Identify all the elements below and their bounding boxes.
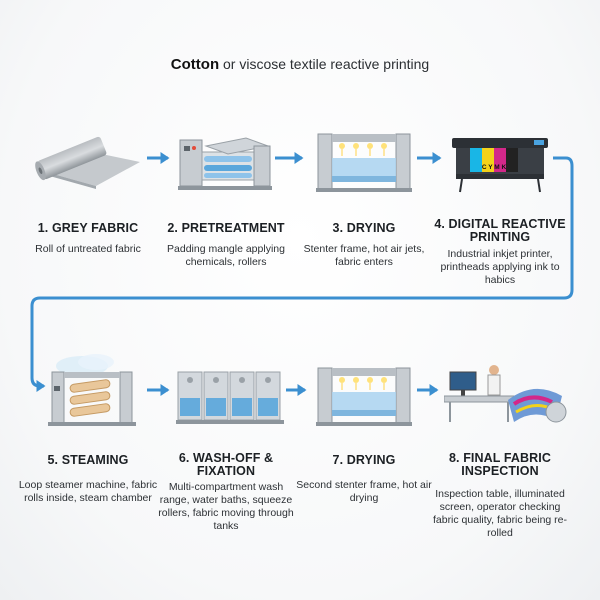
step-8-heading: 8. FINAL FABRIC INSPECTION [449, 451, 551, 478]
step-6: 6. WASH-OFF & FIXATION Multi-compartment… [156, 452, 296, 533]
step-5-description: Loop steamer machine, fabric rolls insid… [18, 479, 158, 504]
step-2-heading: 2. PRETREATMENT [167, 221, 285, 235]
step-7-heading: 7. DRYING [332, 453, 396, 467]
grey-fabric-roll-icon [35, 136, 140, 189]
step-7-description: Second stenter frame, hot air drying [296, 479, 432, 504]
step-1: 1. GREY FABRIC Roll of untreated fabric [18, 222, 158, 256]
step-3-heading: 3. DRYING [332, 221, 396, 235]
step-6-heading: 6. WASH-OFF & FIXATION [178, 451, 274, 478]
step-3-description: Stenter frame, hot air jets, fabric ente… [303, 243, 425, 268]
diagram-title: Cotton or viscose textile reactive print… [0, 56, 600, 73]
step-2-description: Padding mangle applying chemicals, rolle… [167, 243, 285, 268]
stenter-dryer-icon [316, 133, 412, 192]
step-3: 3. DRYING Stenter frame, hot air jets, f… [294, 222, 434, 269]
step-5-heading: 5. STEAMING [47, 453, 129, 467]
step-4: 4. DIGITAL REACTIVE PRINTING Industrial … [430, 218, 570, 287]
step-1-description: Roll of untreated fabric [35, 243, 141, 255]
step-7: 7. DRYING Second stenter frame, hot air … [294, 454, 434, 505]
title-bold: Cotton [170, 56, 220, 73]
arrow-wrap [30, 156, 574, 392]
step-5: 5. STEAMING Loop steamer machine, fabric… [18, 454, 158, 505]
step-8-description: Inspection table, illuminated screen, op… [432, 488, 568, 539]
padding-mangle-icon [178, 137, 272, 190]
wash-range-icon [176, 371, 284, 424]
step-6-description: Multi-compartment wash range, water bath… [158, 481, 294, 532]
step-4-description: Industrial inkjet printer, printheads ap… [440, 248, 560, 286]
inkjet-printer-icon: C Y M K [452, 138, 548, 193]
cmyk-label: C Y M K [482, 164, 507, 171]
second-stenter-icon [316, 367, 412, 426]
step-8: 8. FINAL FABRIC INSPECTION Inspection ta… [430, 452, 570, 540]
step-4-heading: 4. DIGITAL REACTIVE PRINTING [434, 217, 566, 244]
title-rest: or viscose textile reactive printing [219, 56, 430, 72]
step-2: 2. PRETREATMENT Padding mangle applying … [156, 222, 296, 269]
step-1-heading: 1. GREY FABRIC [37, 221, 139, 235]
loop-steamer-icon [48, 354, 136, 426]
inspection-table-icon [444, 365, 567, 423]
